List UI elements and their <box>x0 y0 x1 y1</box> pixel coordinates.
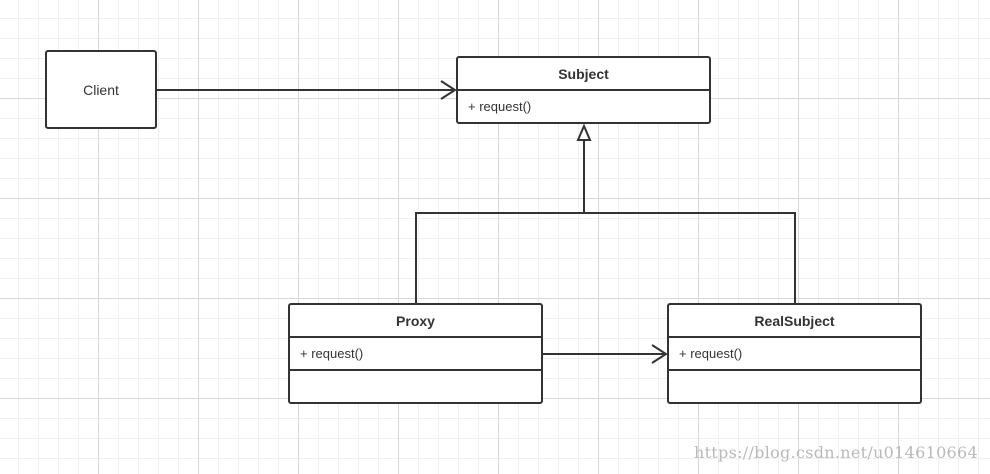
watermark-url: https://blog.csdn.net/u014610664 <box>693 443 978 462</box>
proxy-operation: + request() <box>290 338 541 371</box>
subject-operation: + request() <box>468 99 532 114</box>
client-label: Client <box>83 81 119 98</box>
subject-class-name: Subject <box>458 58 709 91</box>
proxy-realsubject-association[interactable] <box>543 344 668 364</box>
open-arrowhead-icon <box>651 344 668 364</box>
realsubject-class[interactable]: RealSubject + request() <box>667 303 922 404</box>
realsubject-class-name: RealSubject <box>669 305 920 338</box>
proxy-empty-compartment <box>290 371 541 402</box>
generalization-connector[interactable] <box>415 123 796 303</box>
realsubject-operation: + request() <box>669 338 920 371</box>
realsubject-empty-compartment <box>669 371 920 402</box>
hollow-triangle-arrowhead-icon <box>576 123 592 141</box>
open-arrowhead-icon <box>440 80 457 100</box>
subject-class[interactable]: Subject + request() <box>456 56 711 124</box>
proxy-class-name: Proxy <box>290 305 541 338</box>
client-subject-association[interactable] <box>157 80 457 100</box>
client-box[interactable]: Client <box>45 50 157 129</box>
proxy-class[interactable]: Proxy + request() <box>288 303 543 404</box>
